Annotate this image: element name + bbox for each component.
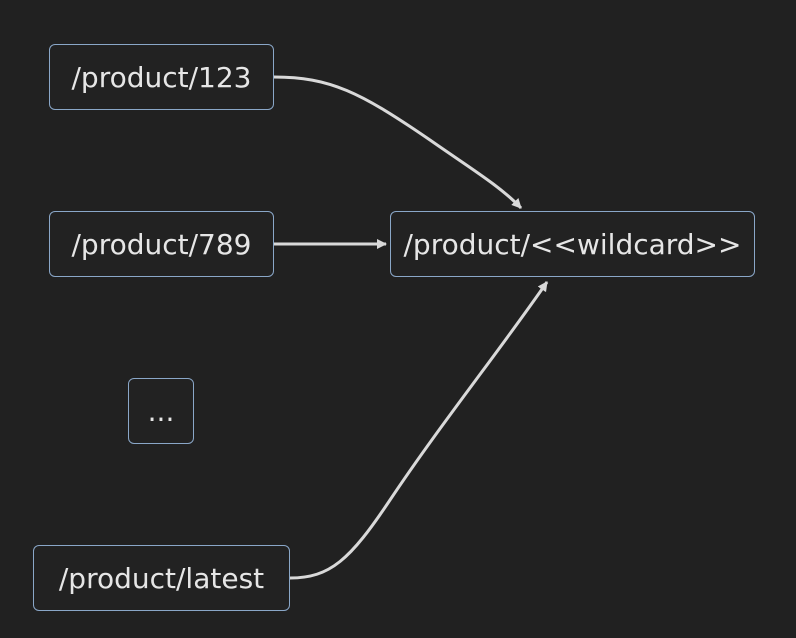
edge-product-123-to-wildcard: [273, 75, 523, 210]
node-label: /product/123: [71, 60, 252, 94]
node-product-789: /product/789: [49, 211, 274, 277]
node-product-123: /product/123: [49, 44, 274, 110]
node-label: ...: [147, 394, 175, 428]
node-label: /product/<<wildcard>>: [403, 227, 742, 261]
node-product-latest: /product/latest: [33, 545, 290, 611]
node-ellipsis: ...: [128, 378, 194, 444]
node-product-wildcard: /product/<<wildcard>>: [390, 211, 755, 277]
edge-product-latest-to-wildcard: [289, 281, 549, 580]
node-label: /product/789: [71, 227, 252, 261]
node-label: /product/latest: [58, 561, 265, 595]
